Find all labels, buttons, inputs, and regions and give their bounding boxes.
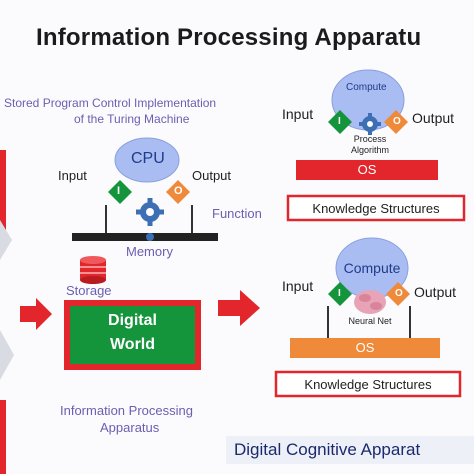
bottom-os-label: OS [355,340,375,355]
memory-bar [72,233,218,241]
neural-net-icon [354,290,386,314]
top-process-line1: Process [353,134,387,144]
bottom-caption-line1: Information Processing [60,403,193,418]
bottom-compute-label: Compute [343,260,401,276]
bottom-input-marker: I [338,288,341,299]
bottom-output-marker: O [395,288,403,299]
bottom-knowledge-box [274,370,462,398]
bottom-os-bar [290,338,440,358]
top-output-label: Output [412,110,455,126]
footer-bar [226,436,474,464]
bottom-input-label: Input [282,278,314,294]
left-gear-icon [136,198,164,226]
bottom-output-diamond [386,282,410,306]
bottom-input-diamond [328,282,352,306]
digital-world-line1: Digital [108,312,157,329]
left-edge-red-bar [0,150,6,230]
top-output-diamond [384,110,408,134]
function-label: Function [212,206,262,221]
storage-label: Storage [66,283,112,298]
top-input-label: Input [282,106,314,122]
top-knowledge-label: Knowledge Structures [312,201,440,216]
top-os-label: OS [357,162,377,177]
footer-label: Digital Cognitive Apparat [234,440,421,459]
bottom-caption-line2: Apparatus [100,420,160,435]
cpu-label: CPU [131,150,165,167]
left-edge-red-bar-lower [0,400,6,474]
middle-arrow-icon [218,290,260,326]
left-input-diamond [108,180,132,204]
top-input-diamond [328,110,352,134]
left-output-label: Output [192,168,232,183]
left-output-marker: O [174,185,183,197]
left-caption-line2: of the Turing Machine [74,112,190,126]
left-input-label: Input [58,168,87,183]
top-process-line2: Algorithm [350,145,389,155]
neural-net-label: Neural Net [348,316,392,326]
bottom-knowledge-label: Knowledge Structures [304,377,432,392]
left-arrow-icon [20,298,52,330]
memory-label: Memory [126,244,173,259]
bottom-output-label: Output [414,284,457,300]
top-output-marker: O [393,116,401,127]
cpu-blob [114,137,180,183]
left-output-diamond [166,180,190,204]
left-caption-line1: Stored Program Control Implementation [4,96,217,110]
top-compute-label: Compute [346,82,387,93]
top-os-bar [296,160,438,180]
storage-icon [80,256,106,284]
left-input-marker: I [117,185,121,197]
digital-world-line2: World [109,336,156,353]
page-title: Information Processing Apparatu [36,24,422,51]
top-input-marker: I [338,116,341,127]
left-edge-gray-shapes [0,220,14,380]
top-knowledge-box [286,194,466,222]
top-gear-icon [359,113,381,135]
